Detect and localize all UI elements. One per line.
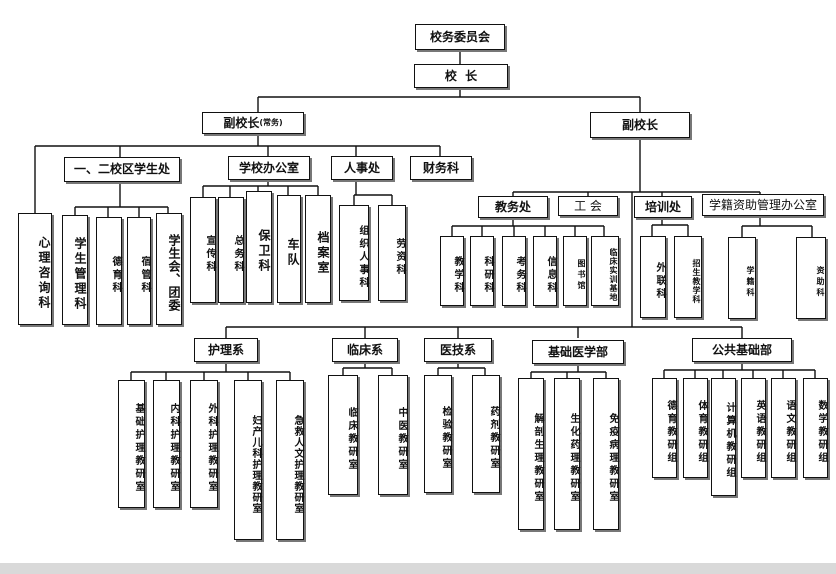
- office-child-4: 档案室: [305, 195, 331, 303]
- medtech-dept-box: 医技系: [424, 338, 492, 362]
- nursing-child-4: 急救人文护理教研室: [276, 380, 304, 540]
- office-child-3: 车队: [277, 195, 301, 303]
- office-child-0: 宣传科: [190, 197, 216, 303]
- public-child-2: 计算机教研组: [711, 378, 736, 496]
- basic-child-0: 解剖生理教研室: [518, 378, 544, 530]
- office-child-1: 总务科: [218, 197, 244, 303]
- training-child-0: 外联科: [640, 236, 666, 318]
- basic-child-1: 生化药理教研室: [554, 378, 580, 530]
- aid-child-0: 学籍科: [728, 237, 756, 319]
- campus2-child-2: 宿管科: [127, 217, 151, 325]
- campus2-child-3: 学生会、团委: [156, 213, 182, 325]
- hr-office-box: 人事处: [331, 156, 393, 180]
- school-office-box: 学校办公室: [228, 156, 310, 180]
- academic-child-5: 临床实训基地: [591, 236, 619, 306]
- campus2-child-0: 学生管理科: [62, 215, 88, 325]
- medtech-child-1: 药剂教研室: [472, 375, 500, 493]
- committee-box: 校务委员会: [415, 24, 505, 50]
- vice-principal-right-box: 副校长: [590, 112, 690, 138]
- academic-child-2: 考务科: [502, 236, 526, 306]
- clinical-child-1: 中医教研室: [378, 375, 408, 495]
- academic-child-4: 图书馆: [563, 236, 587, 306]
- public-child-1: 体育教研组: [683, 378, 708, 478]
- hr-child-0: 组织人事科: [339, 205, 369, 301]
- medtech-child-0: 检验教研室: [424, 375, 452, 493]
- principal-box: 校 长: [414, 64, 508, 88]
- academic-child-1: 科研科: [470, 236, 494, 306]
- campus2-child-1: 德育科: [96, 217, 122, 325]
- academic-child-0: 教学科: [440, 236, 464, 306]
- vice-principal-left-label: 副校长: [223, 115, 260, 130]
- nursing-child-1: 内科护理教研室: [153, 380, 180, 508]
- campus2-student-office-box: 一、二校区学生处: [64, 157, 180, 182]
- union-box: 工 会: [558, 196, 618, 216]
- public-child-5: 数学教研组: [803, 378, 828, 478]
- public-child-0: 德育教研组: [652, 378, 677, 478]
- public-child-4: 语文教研组: [771, 378, 796, 478]
- nursing-dept-box: 护理系: [194, 338, 258, 362]
- nursing-child-0: 基础护理教研室: [118, 380, 145, 508]
- vice-principal-left-box: 副校长(常务): [202, 112, 304, 134]
- vice-principal-left-note: (常务): [259, 118, 283, 128]
- bottom-bar: [0, 563, 836, 574]
- clinical-child-0: 临床教研室: [328, 375, 358, 495]
- student-aid-office-box: 学籍资助管理办公室: [702, 194, 824, 216]
- public-foundation-dept-box: 公共基础部: [692, 338, 792, 362]
- basic-medicine-dept-box: 基础医学部: [532, 340, 624, 364]
- public-child-3: 英语教研组: [741, 378, 766, 478]
- clinical-dept-box: 临床系: [332, 338, 398, 362]
- nursing-child-3: 妇产儿科护理教研室: [234, 380, 262, 540]
- office-child-2: 保卫科: [246, 191, 272, 303]
- training-child-1: 招生教学科: [674, 236, 702, 318]
- psych-office-box: 心理咨询科: [18, 213, 52, 325]
- basic-child-2: 免疫病理教研室: [593, 378, 619, 530]
- academic-child-3: 信息科: [533, 236, 557, 306]
- finance-box: 财务科: [410, 156, 472, 180]
- hr-child-1: 劳资科: [378, 205, 406, 301]
- academic-affairs-box: 教务处: [478, 196, 548, 218]
- training-office-box: 培训处: [634, 196, 692, 218]
- aid-child-1: 资助科: [796, 237, 826, 319]
- nursing-child-2: 外科护理教研室: [190, 380, 218, 508]
